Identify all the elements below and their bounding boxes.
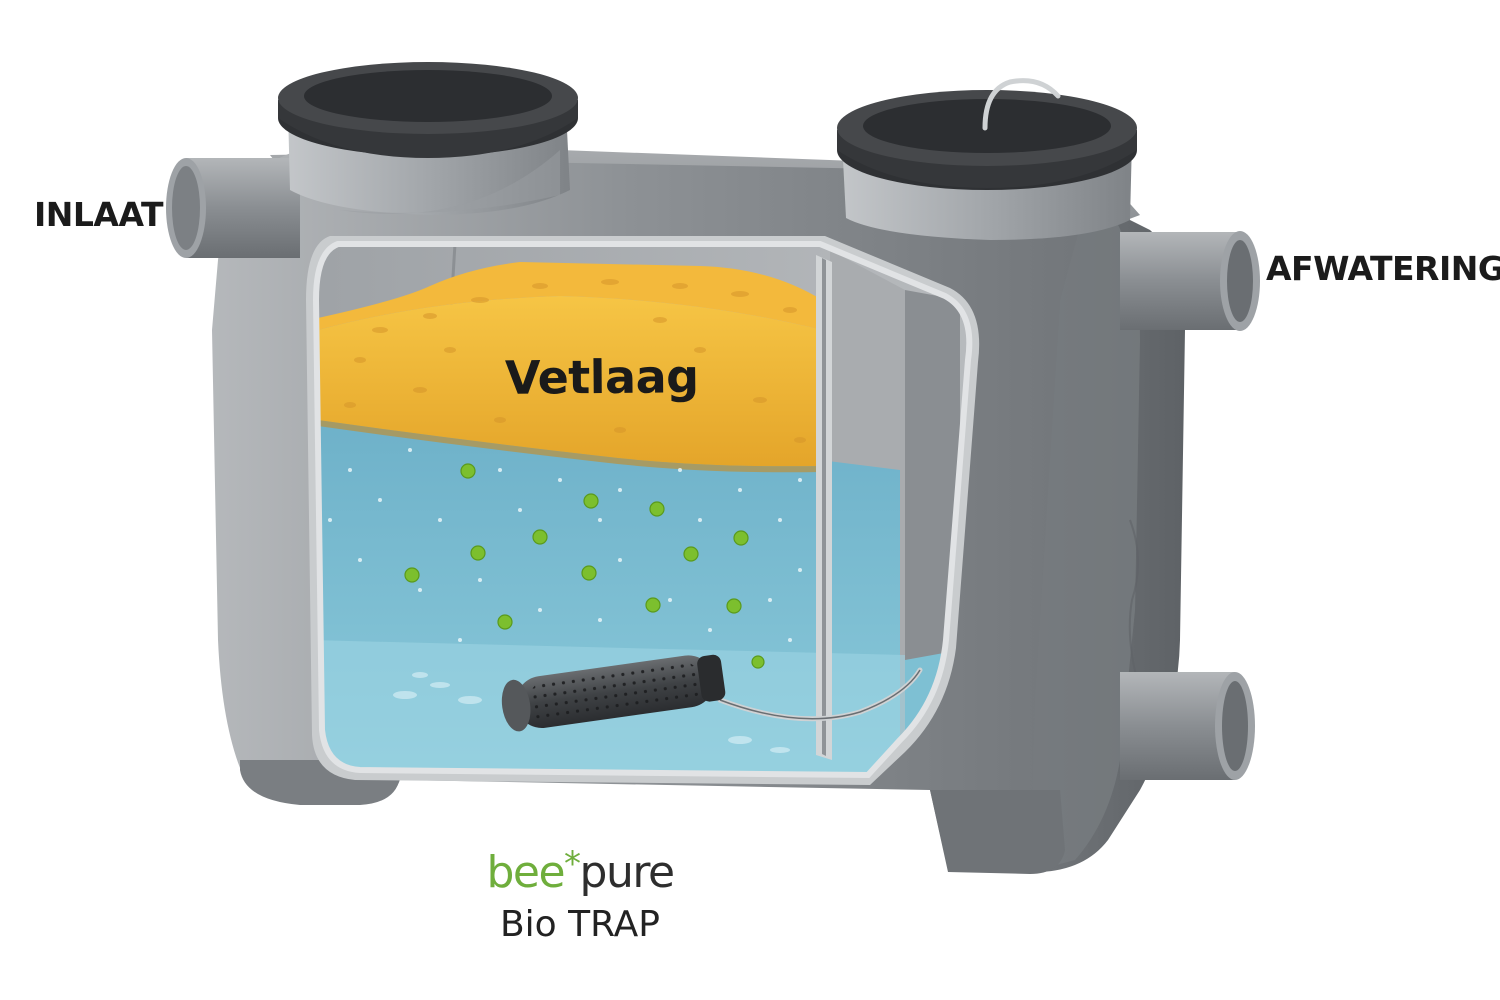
brand-part-bee: bee (486, 847, 565, 898)
inlet-label: INLAAT (34, 195, 163, 234)
fat-layer-label: Vetlaag (504, 349, 699, 405)
outlet-pipe (1120, 231, 1260, 331)
outlet-label: AFWATERING (1266, 249, 1500, 288)
bacteria-particles (404, 463, 765, 669)
right-lid (837, 78, 1137, 190)
brand-star: * (564, 844, 581, 884)
lower-pipe (1120, 672, 1255, 780)
product-name: Bio TRAP (499, 904, 661, 945)
brand-wordmark: bee*pure (470, 838, 690, 899)
left-lid (278, 62, 578, 158)
brand-logo: bee*pure Bio TRAP (470, 838, 690, 947)
brand-part-pure: pure (579, 847, 676, 898)
inlet-pipe (166, 158, 300, 258)
bacteria-particle-icon (404, 463, 765, 669)
bio-cartridge-icon (501, 654, 923, 732)
